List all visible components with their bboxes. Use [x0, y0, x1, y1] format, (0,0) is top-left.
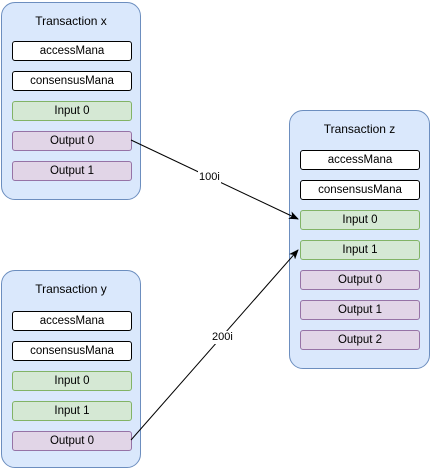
transaction-x-title: Transaction x [35, 14, 107, 28]
tx-z-access-mana: accessMana [300, 150, 420, 170]
tx-y-access-mana: accessMana [12, 311, 132, 331]
transaction-y-box: Transaction y accessMana consensusMana I… [1, 270, 141, 468]
edge-y-output0-to-z-input1 [130, 249, 299, 441]
edge-label-100i: 100i [198, 171, 221, 184]
tx-z-output-1: Output 1 [300, 300, 420, 320]
transaction-z-title: Transaction z [323, 122, 396, 136]
transaction-x-box: Transaction x accessMana consensusMana I… [1, 2, 141, 200]
tx-z-output-2: Output 2 [300, 330, 420, 350]
tx-z-input-1: Input 1 [300, 240, 420, 260]
transaction-y-title: Transaction y [35, 282, 107, 296]
tx-x-output-1: Output 1 [12, 161, 132, 181]
tx-z-input-0: Input 0 [300, 210, 420, 230]
tx-x-output-0: Output 0 [12, 131, 132, 151]
tx-x-input-0: Input 0 [12, 101, 132, 121]
edge-label-200i: 200i [211, 331, 234, 344]
tx-y-consensus-mana: consensusMana [12, 341, 132, 361]
tx-y-input-0: Input 0 [12, 371, 132, 391]
tx-z-consensus-mana: consensusMana [300, 180, 420, 200]
transaction-z-box: Transaction z accessMana consensusMana I… [289, 110, 430, 369]
tx-z-output-0: Output 0 [300, 270, 420, 290]
tx-x-access-mana: accessMana [12, 41, 132, 61]
tx-y-input-1: Input 1 [12, 401, 132, 421]
tx-y-output-0: Output 0 [12, 431, 132, 451]
tx-x-consensus-mana: consensusMana [12, 71, 132, 91]
